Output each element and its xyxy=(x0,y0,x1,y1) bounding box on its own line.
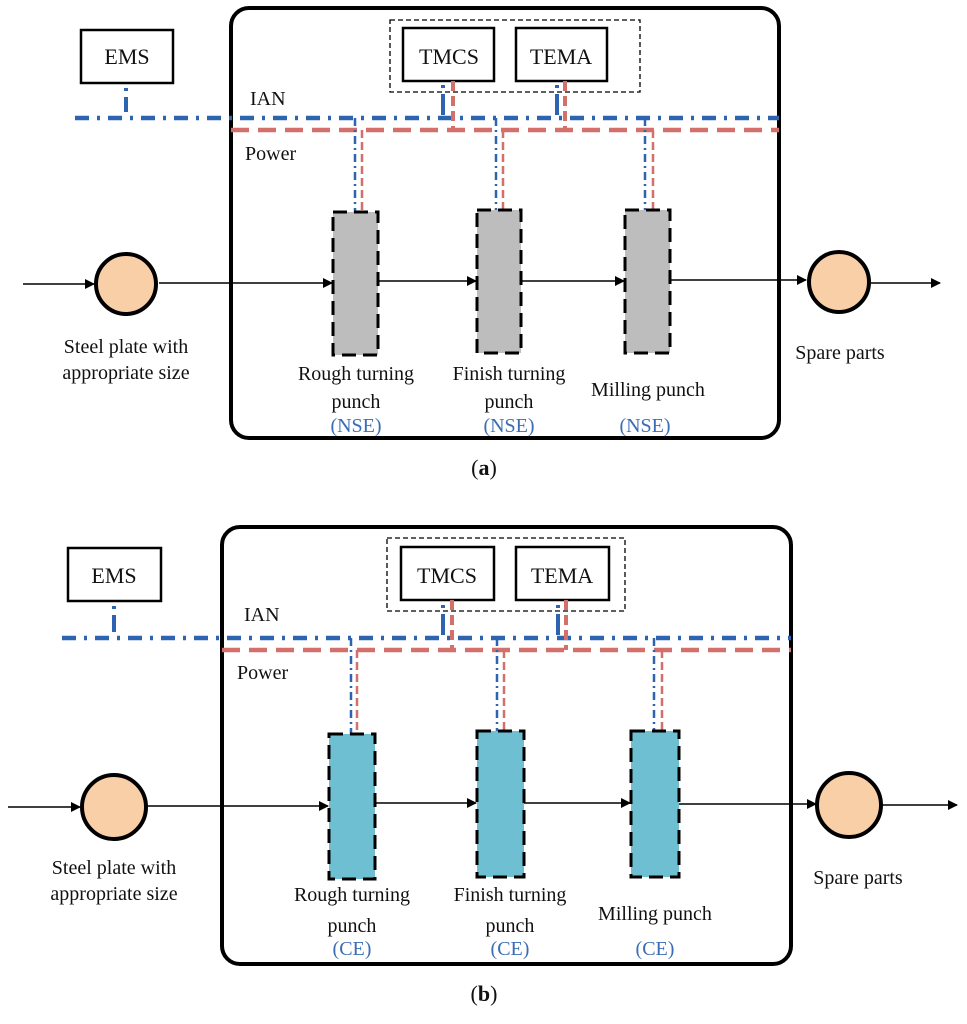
machine-1-name-line2: punch xyxy=(328,915,377,937)
tmcs-box xyxy=(401,26,496,83)
machine-milling xyxy=(623,208,672,355)
machine-1-links xyxy=(349,638,359,734)
machine-3-mode: (CE) xyxy=(636,938,675,960)
machine-1-name-line1: Rough turning xyxy=(298,363,414,385)
output-node xyxy=(807,250,871,314)
machine-1-name-line1: Rough turning xyxy=(294,884,410,906)
tmcs-label: TMCS xyxy=(419,44,479,69)
machine-rough-turning xyxy=(331,210,380,357)
machine-1-mode: (CE) xyxy=(333,938,372,960)
power-label: Power xyxy=(245,143,296,165)
panel-a-caption: (a) xyxy=(471,455,497,480)
machine-3-name: Milling punch xyxy=(598,903,712,925)
ems-label: EMS xyxy=(104,44,149,69)
tema-label: TEMA xyxy=(530,44,592,69)
tmcs-label: TMCS xyxy=(417,563,477,588)
panel-b-caption: (b) xyxy=(471,981,498,1006)
controller-group-boundary xyxy=(389,19,641,93)
ems-box xyxy=(79,28,175,85)
power-label: Power xyxy=(237,662,288,684)
machine-rough-turning xyxy=(327,732,377,881)
machine-2-name-line2: punch xyxy=(485,391,534,413)
factory-boundary xyxy=(229,6,781,440)
machine-3-links xyxy=(643,118,655,210)
machine-milling xyxy=(629,729,681,879)
machine-3-name: Milling punch xyxy=(591,379,705,401)
machine-3-links xyxy=(652,638,664,731)
machine-2-mode: (NSE) xyxy=(483,415,534,437)
machine-finish-turning xyxy=(475,729,526,879)
tema-box xyxy=(514,26,609,83)
output-node xyxy=(815,771,883,839)
ems-label: EMS xyxy=(91,563,136,588)
output-label: Spare parts xyxy=(813,867,903,889)
ems-box xyxy=(66,546,163,603)
input-node xyxy=(94,252,158,316)
machine-finish-turning xyxy=(475,208,523,355)
machine-2-name-line1: Finish turning xyxy=(453,363,566,385)
panel-b: EMS TMCS TEMA IAN Power xyxy=(8,525,958,1006)
machine-2-mode: (CE) xyxy=(491,938,530,960)
machine-2-name-line2: punch xyxy=(486,915,535,937)
machine-3-mode: (NSE) xyxy=(619,415,670,437)
input-label-line1: Steel plate with xyxy=(64,336,188,358)
machine-1-mode: (NSE) xyxy=(330,415,381,437)
output-label: Spare parts xyxy=(795,342,885,364)
ian-label: IAN xyxy=(244,604,280,626)
input-label-line2: appropriate size xyxy=(50,883,177,905)
input-node xyxy=(80,773,148,841)
factory-boundary xyxy=(220,525,793,966)
tmcs-box xyxy=(399,545,496,602)
controller-group-boundary xyxy=(386,537,626,612)
tema-box xyxy=(514,545,611,602)
input-label-line1: Steel plate with xyxy=(52,857,176,879)
tema-label: TEMA xyxy=(531,563,593,588)
machine-2-name-line1: Finish turning xyxy=(454,884,567,906)
input-label-line2: appropriate size xyxy=(62,362,189,384)
machine-2-links xyxy=(495,638,506,731)
ian-label: IAN xyxy=(250,88,286,110)
panel-a: EMS TMCS TEMA IAN Power xyxy=(23,6,941,480)
machine-2-links xyxy=(494,118,505,210)
machine-1-name-line2: punch xyxy=(332,391,381,413)
machine-1-links xyxy=(353,118,364,212)
